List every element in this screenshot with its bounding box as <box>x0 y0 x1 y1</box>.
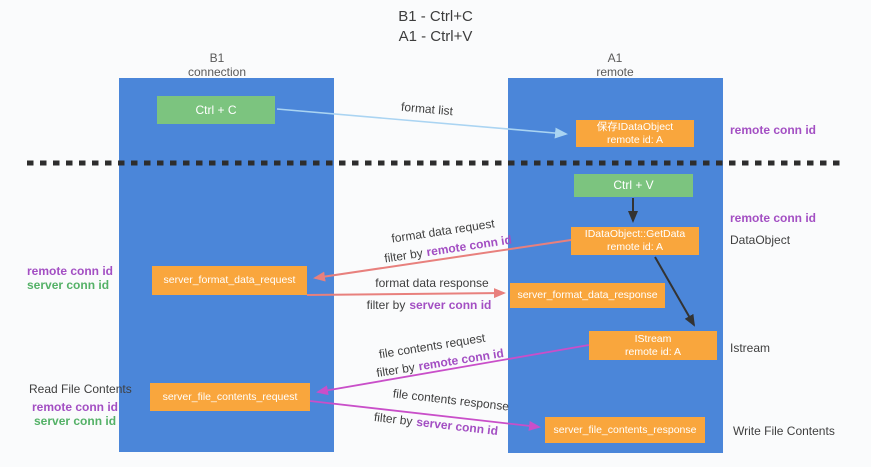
node-server-format-data-request: server_format_data_request <box>152 266 307 295</box>
left-label-server-conn-id-format: server conn id <box>27 278 110 292</box>
right-label-remote-conn-id-top: remote conn id <box>730 123 817 137</box>
column-header-b1-line1: B1 <box>209 51 225 65</box>
right-label-write-file-contents: Write File Contents <box>733 424 835 438</box>
label-format-list: format list <box>400 99 454 119</box>
title-line-2: A1 - Ctrl+V <box>398 28 473 45</box>
arrow-format-data-response <box>306 288 506 299</box>
left-label-server-conn-id-file: server conn id <box>34 414 117 428</box>
node-istream-line2: remote id: A <box>624 345 682 358</box>
node-server-format-data-response-label: server_format_data_response <box>517 289 658 301</box>
title-line-1: B1 - Ctrl+C <box>398 8 473 25</box>
node-istream: IStream remote id: A <box>589 331 717 360</box>
label-format-data-response: format data response <box>375 276 489 290</box>
column-header-a1-line2: remote <box>596 65 634 79</box>
column-header-a1: A1 remote <box>596 51 633 79</box>
node-save-idataobject: 保存IDataObject remote id: A <box>576 120 694 147</box>
node-ctrl-v-label: Ctrl + V <box>613 178 654 192</box>
node-server-file-contents-request: server_file_contents_request <box>150 383 310 411</box>
label-file-contents-response: file contents response <box>392 386 510 414</box>
server-conn-id-text: server conn id <box>409 298 492 312</box>
column-header-a1-line1: A1 <box>607 51 623 65</box>
column-header-b1: B1 connection <box>188 51 246 79</box>
node-server-file-contents-response: server_file_contents_response <box>545 417 705 443</box>
right-label-dataobject: DataObject <box>730 233 791 247</box>
filter-by-text: filter by <box>366 298 406 312</box>
node-save-idataobject-line1: 保存IDataObject <box>596 120 674 133</box>
node-server-file-contents-request-label: server_file_contents_request <box>162 390 298 403</box>
node-save-idataobject-line2: remote id: A <box>606 133 664 146</box>
filter-by-text: filter by <box>375 360 416 380</box>
node-idataobject-getdata: IDataObject::GetData remote id: A <box>571 227 699 255</box>
node-idataobject-getdata-line1: IDataObject::GetData <box>584 228 686 240</box>
filter-by-text: filter by <box>373 409 414 429</box>
node-istream-line1: IStream <box>634 332 672 345</box>
filter-by-text: filter by <box>383 245 424 266</box>
node-idataobject-getdata-line2: remote id: A <box>606 241 664 253</box>
node-ctrl-c-label: Ctrl + C <box>195 102 237 117</box>
column-header-b1-line2: connection <box>187 65 247 79</box>
node-server-format-data-response: server_format_data_response <box>510 283 665 308</box>
server-conn-id-text: server conn id <box>415 414 499 439</box>
node-ctrl-c: Ctrl + C <box>157 96 275 124</box>
left-label-remote-conn-id-format: remote conn id <box>27 264 114 278</box>
left-label-read-file-contents: Read File Contents <box>29 382 132 396</box>
right-label-istream: Istream <box>730 341 771 355</box>
page-title: B1 - Ctrl+C A1 - Ctrl+V <box>0 7 871 47</box>
right-label-remote-conn-id-mid: remote conn id <box>730 211 817 225</box>
node-ctrl-v: Ctrl + V <box>574 174 693 197</box>
node-server-format-data-request-label: server_format_data_request <box>163 274 296 286</box>
left-label-remote-conn-id-file: remote conn id <box>32 400 119 414</box>
node-server-file-contents-response-label: server_file_contents_response <box>553 423 697 436</box>
